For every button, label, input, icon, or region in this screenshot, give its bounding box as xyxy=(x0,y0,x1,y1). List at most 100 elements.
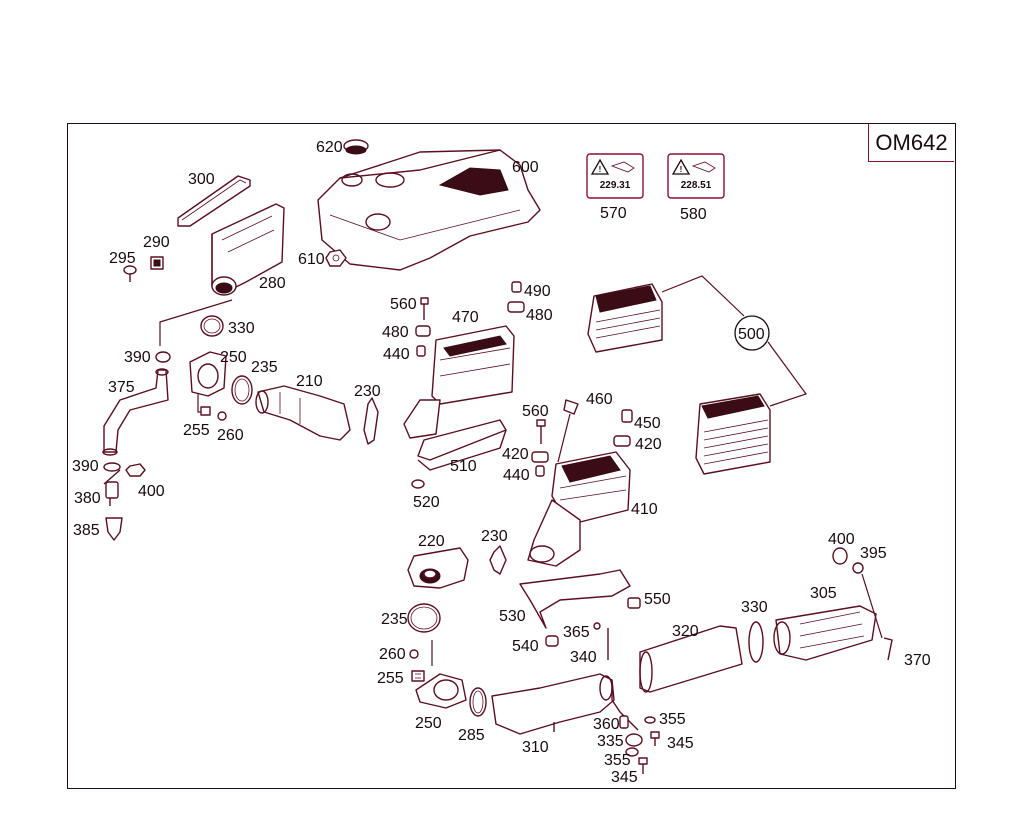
label-330-upper: 330 xyxy=(228,320,255,337)
svg-text:!: ! xyxy=(599,165,602,174)
label-345-upper: 345 xyxy=(667,735,694,752)
warning-value-580: 228.51 xyxy=(681,180,712,191)
cap-385 xyxy=(105,517,123,541)
label-395: 395 xyxy=(860,545,887,562)
label-480-right: 480 xyxy=(526,307,553,324)
grommet-540 xyxy=(545,635,559,647)
label-330-lower: 330 xyxy=(741,599,768,616)
duct-220 xyxy=(407,547,469,589)
label-280: 280 xyxy=(259,275,286,292)
label-550: 550 xyxy=(644,591,671,608)
air-filter-element-500-upper xyxy=(587,283,663,353)
nut-400 xyxy=(125,463,146,477)
spacer-360 xyxy=(619,715,629,729)
grommet-480-upper xyxy=(415,325,431,337)
clamp-230-lower xyxy=(489,545,507,575)
label-285: 285 xyxy=(458,727,485,744)
part-labels: 620 600 610 300 290 295 280 330 390 375 … xyxy=(72,139,931,786)
label-355-upper: 355 xyxy=(659,711,686,728)
grommet-335 xyxy=(625,733,643,747)
hose-210 xyxy=(255,385,351,441)
label-255-upper: 255 xyxy=(183,422,210,439)
seal-390-upper xyxy=(155,351,171,363)
label-420-left: 420 xyxy=(502,446,529,463)
ring-330-lower xyxy=(748,621,764,663)
label-620: 620 xyxy=(316,139,343,156)
gasket-300 xyxy=(177,175,251,227)
screw-295 xyxy=(123,265,137,282)
label-390-upper: 390 xyxy=(124,349,151,366)
label-375: 375 xyxy=(108,379,135,396)
label-490: 490 xyxy=(524,283,551,300)
screw-260-upper xyxy=(217,411,227,421)
label-480-upper: 480 xyxy=(382,324,409,341)
label-235-lower: 235 xyxy=(381,611,408,628)
bushing-450 xyxy=(621,409,633,423)
label-210: 210 xyxy=(296,373,323,390)
pipe-375 xyxy=(102,368,169,456)
engine-cover-600 xyxy=(317,149,541,271)
cap-620 xyxy=(343,139,369,155)
ring-285 xyxy=(469,687,487,717)
label-390-lower: 390 xyxy=(72,458,99,475)
label-335: 335 xyxy=(597,733,624,750)
label-580: 580 xyxy=(680,206,707,223)
sleeve-440-lower xyxy=(535,465,545,477)
seal-390-lower xyxy=(103,462,121,472)
label-410: 410 xyxy=(631,501,658,518)
label-570: 570 xyxy=(600,205,627,222)
warning-label-570: ! 229.31 xyxy=(586,153,644,199)
label-440-lower: 440 xyxy=(503,467,530,484)
air-filter-housing-410 xyxy=(527,451,631,567)
label-520: 520 xyxy=(413,494,440,511)
label-235-upper: 235 xyxy=(251,359,278,376)
screw-260-lower xyxy=(409,649,419,659)
engine-code-box: OM642 xyxy=(868,124,954,162)
label-440-upper: 440 xyxy=(383,346,410,363)
label-230-upper: 230 xyxy=(354,383,381,400)
bolt-550 xyxy=(627,597,641,609)
label-360: 360 xyxy=(593,716,620,733)
label-345-lower: 345 xyxy=(611,769,638,786)
clamp-assembly-lower xyxy=(611,682,639,731)
washer-395 xyxy=(852,562,864,574)
label-260-lower: 260 xyxy=(379,646,406,663)
connector-380 xyxy=(103,469,121,506)
label-385: 385 xyxy=(73,522,100,539)
nut-400-right xyxy=(832,547,848,565)
label-460: 460 xyxy=(586,391,613,408)
grommet-480-right xyxy=(507,301,525,313)
label-310: 310 xyxy=(522,739,549,756)
label-450: 450 xyxy=(634,415,661,432)
label-290: 290 xyxy=(143,234,170,251)
label-250-lower: 250 xyxy=(415,715,442,732)
label-230-lower: 230 xyxy=(481,528,508,545)
label-260-upper: 260 xyxy=(217,427,244,444)
clamp-330-upper xyxy=(200,315,224,337)
nut-610 xyxy=(325,249,347,267)
clip-255-upper xyxy=(200,406,211,416)
grommet-420-right xyxy=(613,435,631,447)
diagram-frame xyxy=(67,123,956,789)
label-400-right: 400 xyxy=(828,531,855,548)
sleeve-440-upper xyxy=(416,345,426,357)
label-540: 540 xyxy=(512,638,539,655)
screw-520 xyxy=(411,479,425,489)
label-220: 220 xyxy=(418,533,445,550)
label-370: 370 xyxy=(904,652,931,669)
washer-355-upper xyxy=(644,716,656,724)
bracket-510 xyxy=(417,429,507,471)
callout-circle-500 xyxy=(734,315,770,351)
label-305: 305 xyxy=(810,585,837,602)
bushing-490 xyxy=(511,281,522,293)
label-530: 530 xyxy=(499,608,526,625)
washer-365 xyxy=(593,622,601,630)
svg-text:!: ! xyxy=(680,165,683,174)
grommet-420-left xyxy=(531,451,549,463)
air-filter-housing-470 xyxy=(403,325,515,461)
clip-255-lower xyxy=(411,670,425,682)
bolt-345-lower xyxy=(638,757,648,774)
warning-label-580: ! 228.51 xyxy=(667,153,725,199)
label-600: 600 xyxy=(512,159,539,176)
